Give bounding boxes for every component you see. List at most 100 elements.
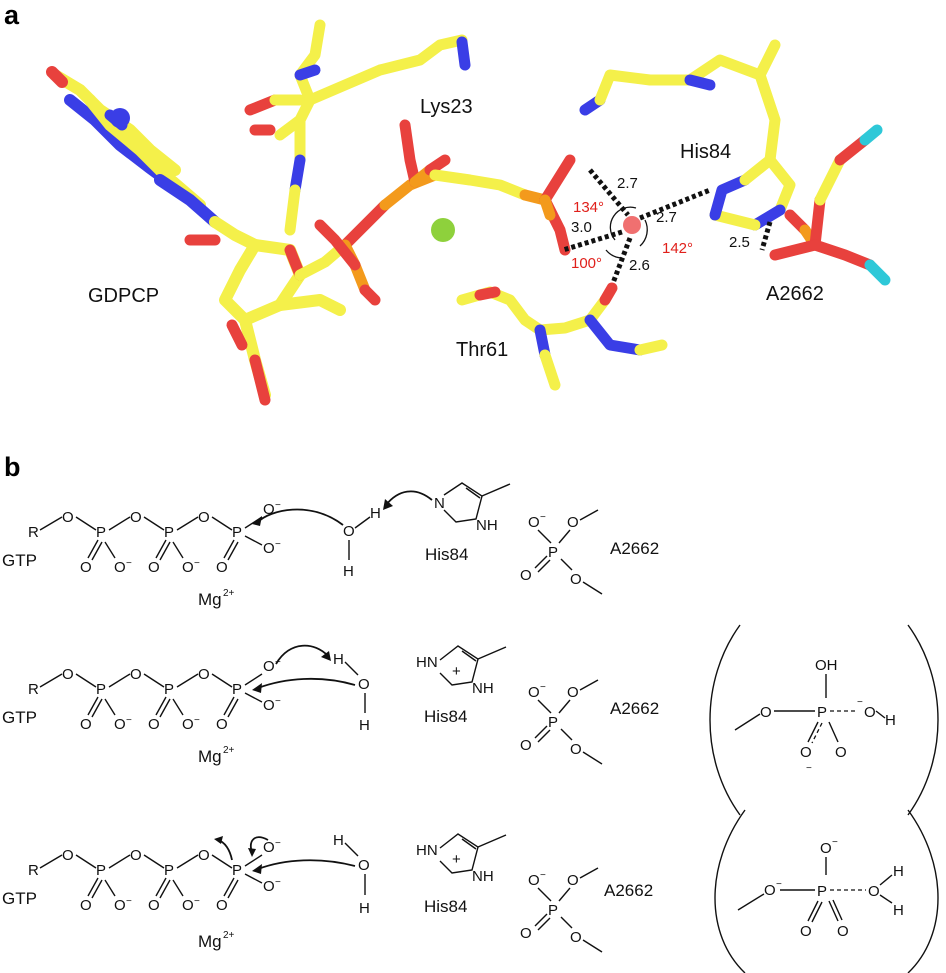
svg-text:R: R [28,681,39,698]
svg-text:O: O [198,847,210,864]
svg-text:−: − [540,512,546,523]
transition-state-1: OH O P − O H O − O [709,624,939,816]
label-his84: His84 [425,545,468,564]
svg-text:O: O [114,559,126,576]
svg-text:P: P [96,862,106,879]
lys23-residue [244,19,471,236]
svg-text:P: P [164,524,174,541]
svg-text:P: P [96,681,106,698]
svg-text:−: − [806,763,812,774]
mechanism-step-3: R O P O P O P O − O − O O − O [2,809,939,973]
svg-text:O: O [130,847,142,864]
svg-text:O: O [114,897,126,914]
svg-text:O: O [198,509,210,526]
label-gtp: GTP [2,551,37,570]
label-a2662: A2662 [604,881,653,900]
svg-text:−: − [194,715,200,726]
svg-text:O: O [800,923,812,940]
label-gtp: GTP [2,889,37,908]
svg-text:H: H [343,563,354,580]
svg-text:NH: NH [472,868,494,885]
svg-text:O: O [148,716,160,733]
svg-text:O: O [864,704,876,721]
a2662-phosphate: O − O P O O [520,867,603,953]
svg-text:H: H [359,900,370,917]
svg-text:O: O [216,716,228,733]
gtp-chain: R O P O P O P O − O − O O − O [28,838,281,914]
distance-label-3: 3.0 [571,219,592,236]
label-mg-charge: 2+ [223,930,235,941]
svg-text:−: − [126,558,132,569]
svg-text:N: N [434,495,445,512]
distance-label-2: 2.7 [656,209,677,226]
water-nucleophile: H O H [333,832,370,917]
a2662-residue [769,124,891,286]
thr61-residue [456,282,668,391]
label-a2662: A2662 [610,699,659,718]
his84-residue [579,39,796,231]
panel-label-b: b [4,452,21,482]
label-gdpcp: GDPCP [88,285,159,307]
mechanism-step-1: R O P O P O P O − O − O O − O [2,482,659,609]
svg-text:−: − [540,682,546,693]
svg-text:O: O [62,666,74,683]
svg-text:O: O [62,847,74,864]
svg-text:H: H [370,505,381,522]
label-mg: Mg [198,590,222,609]
svg-text:+: + [452,851,461,868]
svg-text:O: O [80,716,92,733]
svg-text:O: O [148,559,160,576]
svg-text:HN: HN [416,842,438,859]
svg-text:−: − [126,896,132,907]
svg-text:O: O [216,559,228,576]
svg-text:O: O [148,897,160,914]
structure-model [46,19,891,406]
magnesium-ion [431,218,455,242]
angle-label-1: 134° [573,199,604,216]
svg-text:−: − [275,539,281,550]
angle-label-2: 142° [662,240,693,257]
a2662-phosphate: O − O P O O [520,679,603,765]
svg-text:H: H [333,832,344,849]
svg-text:O: O [837,923,849,940]
svg-text:−: − [857,697,863,708]
svg-text:−: − [126,715,132,726]
svg-text:O: O [520,737,532,754]
svg-text:O: O [130,509,142,526]
svg-text:O: O [358,676,370,693]
svg-text:O: O [263,540,275,557]
svg-text:O: O [528,514,540,531]
svg-text:−: − [540,870,546,881]
distance-label-4: 2.6 [629,257,650,274]
svg-text:−: − [275,838,281,849]
label-his84: His84 [680,141,731,163]
svg-text:P: P [232,524,242,541]
mechanism-step-2: R O P O P O P O − O − O O − O [2,624,939,816]
gdpcp-phosphates [294,119,576,306]
svg-text:−: − [275,657,281,668]
svg-text:P: P [232,681,242,698]
svg-text:O: O [358,857,370,874]
gdpcp-base [46,66,261,251]
svg-text:O: O [868,883,880,900]
svg-text:O: O [570,929,582,946]
water-molecule [623,216,641,234]
svg-text:−: − [194,558,200,569]
label-a2662: A2662 [610,539,659,558]
label-a2662: A2662 [766,283,824,305]
panel-label-a: a [4,0,20,30]
label-lys23: Lys23 [420,96,473,118]
water-nucleophile: O H H [343,505,381,580]
svg-text:H: H [333,651,344,668]
label-mg-charge: 2+ [223,745,235,756]
label-gtp: GTP [2,708,37,727]
his84-ring: HN + NH [416,645,507,697]
his84-ring: HN + NH [416,833,507,885]
svg-text:O: O [567,514,579,531]
gdpcp-ribose [184,234,346,406]
svg-text:+: + [452,663,461,680]
water-hbonds [562,168,773,284]
label-mg: Mg [198,932,222,951]
distance-label-1: 2.7 [617,175,638,192]
